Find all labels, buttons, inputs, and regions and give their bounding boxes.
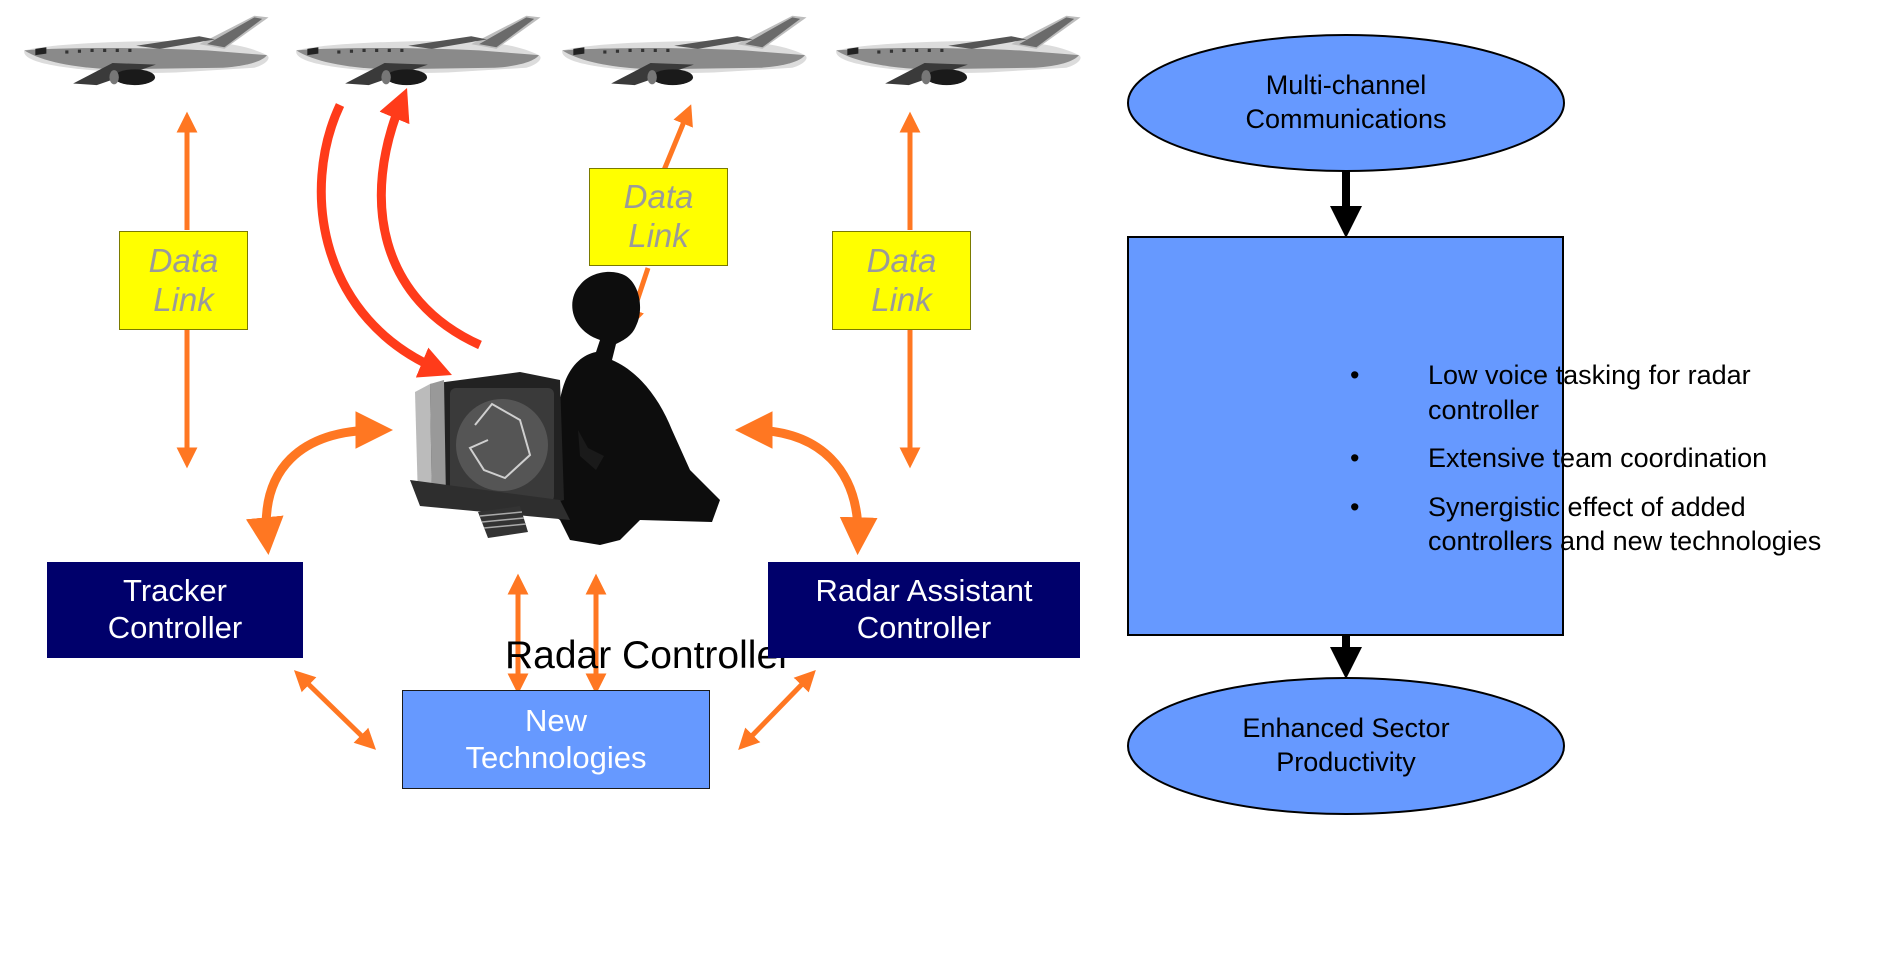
list-item: •Extensive team coordination [1350,441,1850,476]
bullet-marker: • [1350,491,1360,522]
benefits-list: •Low voice tasking for radar controller … [1350,358,1850,573]
voice-arrow-down [316,103,452,378]
arrow-tracker-to-newtech [293,670,377,750]
radar-controller-figure [410,271,720,545]
list-item: •Low voice tasking for radar controller [1350,360,1751,425]
arrow-plane3-to-datalink [659,104,693,176]
airplane-icon [24,15,269,86]
list-item: •Synergistic effect of added controllers… [1350,491,1822,557]
arrow-newtech-to-assistant [738,669,816,751]
enhanced-sector-productivity-ellipse [1127,677,1565,815]
voice-arrow-up [376,88,482,350]
data-link-box-2: Data Link [589,168,728,266]
airplane-icon [562,15,807,86]
tracker-controller-box: Tracker Controller [47,562,303,658]
airplane-icon [296,15,541,86]
enhanced-sector-productivity-text: Enhanced Sector Productivity [1242,713,1450,777]
data-link-box-3: Data Link [832,231,971,330]
radar-assistant-controller-box: Radar Assistant Controller [768,562,1080,658]
bullet-marker: • [1350,443,1360,474]
airplane-icon [836,15,1081,86]
arrow-tracker-to-radar-controller [245,411,394,556]
arrow-radar-controller-to-assistant [734,411,878,556]
radar-controller-label: Radar Controller [505,634,792,677]
data-link-box-1: Data Link [119,231,248,330]
new-technologies-box: New Technologies [402,690,710,789]
multi-channel-communications-text: Multi-channel Communications [1245,70,1447,134]
bullet-marker: • [1350,360,1360,390]
